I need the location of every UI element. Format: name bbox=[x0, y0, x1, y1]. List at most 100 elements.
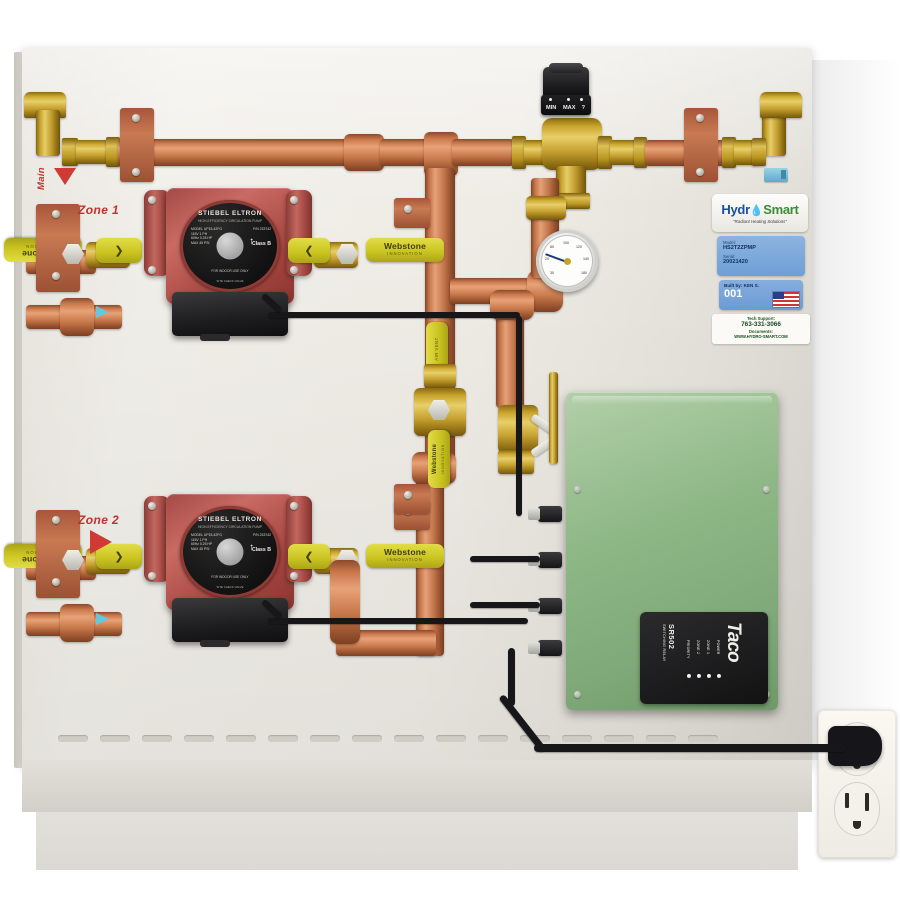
taco-led-label-zone1: ZONE 1 bbox=[706, 640, 710, 655]
zone1-return-stub bbox=[60, 298, 94, 336]
main-label: Main bbox=[36, 167, 47, 190]
webstone-tag-brand: Webstone bbox=[383, 547, 427, 557]
zone2-left-hexnut bbox=[62, 550, 84, 570]
cable-to-grip2 bbox=[470, 556, 540, 562]
top-header-tee-left bbox=[344, 134, 384, 171]
board-bottom-shelf bbox=[36, 812, 798, 870]
zone1-flange-right bbox=[286, 190, 312, 276]
cord-grip-2 bbox=[528, 552, 562, 568]
pump1-brand: STIEBEL ELTRON bbox=[198, 210, 262, 217]
led-zone1 bbox=[707, 674, 711, 678]
support-phone[interactable]: 763-331-3066 bbox=[741, 321, 781, 328]
pump2-note: FOR INDOOR USE ONLY bbox=[211, 575, 249, 579]
mix-mark-label: ? bbox=[581, 105, 585, 111]
supply-flow-arrow-icon bbox=[54, 168, 76, 185]
gauge-tee bbox=[526, 196, 566, 220]
webstone-tag-zone1-right: Webstone INNOVATION bbox=[366, 238, 444, 262]
mix-min-label: MIN bbox=[546, 105, 557, 111]
flow-direction-arrow-icon: ↑ bbox=[249, 236, 254, 247]
trunk-brass-valve-upper bbox=[424, 364, 456, 388]
webstone-tag-brand: Webstone bbox=[383, 241, 427, 251]
zone1-valve-handle-left[interactable]: ❯ bbox=[96, 238, 142, 263]
zone2-valve-handle-right[interactable]: ❮ bbox=[288, 544, 330, 569]
zone-cable-vertical bbox=[516, 316, 522, 516]
unit-number: 001 bbox=[724, 288, 743, 300]
zone2-return-stub bbox=[60, 604, 94, 642]
pump1-footer: SITE CHECK VALVE bbox=[216, 279, 244, 283]
webstone-tag-sub: INNOVATION bbox=[387, 251, 423, 256]
led-priority bbox=[687, 674, 691, 678]
pump1-power-cable bbox=[268, 312, 520, 318]
power-cord-run bbox=[534, 744, 846, 752]
mix-outlet-nut bbox=[598, 136, 612, 169]
return-flow-arrow-icon bbox=[96, 306, 109, 318]
docs-key: Documents: bbox=[748, 329, 774, 334]
pump1-subtitle: HIGH-EFFICIENCY CIRCULATION PUMP bbox=[197, 219, 263, 223]
pump1-note: FOR INDOOR USE ONLY bbox=[211, 269, 249, 273]
mixing-valve-stem bbox=[556, 166, 586, 196]
top-right-union-nut bbox=[722, 137, 736, 168]
brand-name-part1: Hydr bbox=[721, 202, 750, 217]
wall-shadow bbox=[806, 60, 900, 760]
zone2-supply-arrow-icon bbox=[90, 530, 112, 554]
led-power bbox=[717, 674, 721, 678]
webstone-tag-sub: INNOVATION bbox=[441, 443, 445, 475]
support-key: Tech Support: bbox=[746, 316, 776, 321]
cord-grip-4 bbox=[528, 640, 562, 656]
pump1-specs-right: P/N 233742 bbox=[253, 227, 271, 231]
circulator-pump-zone1: STIEBEL ELTRON HIGH-EFFICIENCY CIRCULATI… bbox=[166, 188, 294, 304]
top-right-elbow bbox=[760, 92, 802, 118]
zone2-flange-left bbox=[144, 496, 170, 582]
zone2-return-arrow-icon bbox=[96, 613, 109, 625]
webstone-tag-zone2-right: Webstone INNOVATION bbox=[366, 544, 444, 568]
outlet-socket-bottom[interactable] bbox=[834, 782, 880, 836]
top-left-adapter bbox=[76, 140, 108, 164]
top-left-union-nut bbox=[62, 138, 78, 166]
zone1-valve-handle-right[interactable]: ❮ bbox=[288, 238, 330, 263]
zone1-label: Zone 1 bbox=[78, 203, 120, 217]
zone1-right-bracket bbox=[394, 198, 430, 228]
model-key: Model: bbox=[723, 240, 736, 245]
pump2-specs-right: P/N 233742 bbox=[253, 533, 271, 537]
top-header-pipe-right bbox=[452, 139, 514, 166]
circulator-pump-zone2: STIEBEL ELTRON HIGH-EFFICIENCY CIRCULATI… bbox=[166, 494, 294, 610]
trunk-valve-nut bbox=[428, 400, 450, 420]
taco-switching-relay-enclosure[interactable]: Taco SR502 SWITCHING RELAY POWER ZONE 1 … bbox=[566, 392, 778, 710]
zone1-flange-left bbox=[144, 190, 170, 276]
brand-name-part2: Smart bbox=[763, 202, 799, 217]
pump2-footer: SITE CHECK VALVE bbox=[216, 585, 244, 589]
zone1-right-hexnut bbox=[336, 244, 358, 264]
cord-grip-3 bbox=[528, 598, 562, 614]
water-drop-icon: 💧 bbox=[749, 205, 764, 217]
lower-return-bend bbox=[330, 560, 360, 644]
webstone-tag-sub: INNOVATION bbox=[387, 557, 423, 562]
cable-to-grip3 bbox=[470, 602, 540, 608]
mixing-valve-body bbox=[542, 118, 602, 170]
top-left-adapter-nut bbox=[106, 137, 120, 167]
taco-led-label-zone2: ZONE 2 bbox=[696, 640, 700, 655]
purge-stem bbox=[549, 372, 558, 464]
trunk-clamp-lower bbox=[394, 484, 430, 514]
top-right-elbow-nut bbox=[752, 138, 766, 166]
zone1-left-hexnut bbox=[62, 244, 84, 264]
top-left-riser bbox=[36, 110, 60, 156]
pump2-class: Class B bbox=[251, 547, 271, 553]
brand-tagline: "Radiant Heating Solutions" bbox=[733, 219, 787, 224]
board-left-edge bbox=[14, 52, 24, 768]
pump1-class: Class B bbox=[251, 241, 271, 247]
docs-url[interactable]: WWW.HYDRO-SMART.COM bbox=[734, 334, 788, 339]
pump2-power-cable bbox=[268, 618, 528, 624]
tech-support-label: Tech Support: 763-331-3066 Documents: WW… bbox=[712, 314, 810, 344]
serial-value: 20021420 bbox=[723, 259, 748, 265]
mix-max-label: MAX bbox=[563, 105, 576, 111]
top-header-pipe-left bbox=[118, 139, 348, 166]
power-cord-drop bbox=[508, 648, 515, 706]
taco-description-label: SWITCHING RELAY bbox=[662, 624, 666, 662]
model-serial-label: Model: HS2T2ZPMP Serial: 20021420 bbox=[717, 236, 805, 276]
flow-direction-arrow-icon: ↑ bbox=[249, 542, 254, 553]
taco-led-label-power: POWER bbox=[716, 640, 720, 655]
taco-brand-label: Taco bbox=[723, 622, 744, 662]
hydro-smart-logo-label: Hydr💧Smart "Radiant Heating Solutions" bbox=[712, 194, 808, 232]
